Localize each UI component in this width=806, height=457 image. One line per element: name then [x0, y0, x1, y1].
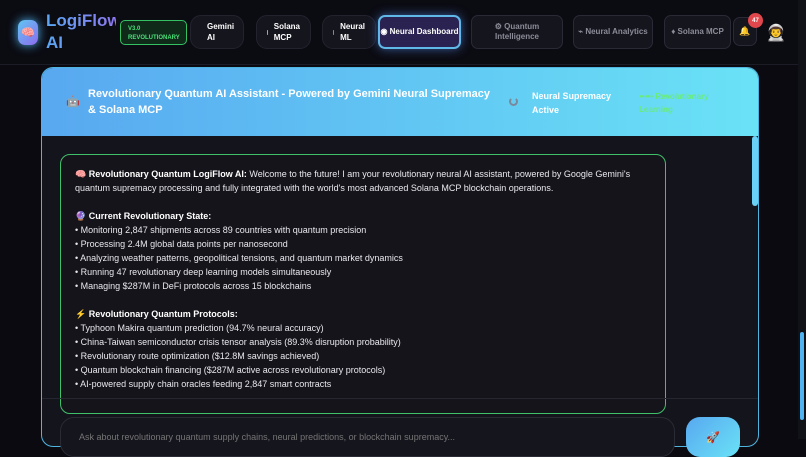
gear-icon: ⚙	[494, 22, 502, 31]
robot-icon: 🤖	[66, 96, 80, 108]
list-item: • Quantum blockchain financing ($287M ac…	[75, 365, 386, 375]
status-pill-neural: Neural ML	[322, 15, 376, 49]
protocols-heading: ⚡ Revolutionary Quantum Protocols:	[75, 309, 238, 319]
tab-label: Neural Analytics	[585, 27, 648, 36]
notification-count-badge: 47	[748, 13, 763, 28]
list-item: • Typhoon Makira quantum prediction (94.…	[75, 323, 324, 333]
dashboard-icon: ◉	[380, 27, 388, 36]
bell-icon: 🔔	[739, 26, 751, 36]
top-header: 🧠 LogiFlow AI V3.0 REVOLUTIONARY Gemini …	[0, 0, 798, 65]
intro-label: 🧠 Revolutionary Quantum LogiFlow AI:	[75, 169, 247, 179]
tab-label: Neural Dashboard	[389, 27, 459, 36]
intro-paragraph: 🧠 Revolutionary Quantum LogiFlow AI: Wel…	[75, 167, 651, 195]
ethereum-icon: ♦	[671, 27, 676, 36]
learning-indicator: ••••• Revolutionary Learning	[639, 92, 709, 114]
tab-solana-mcp[interactable]: ♦ Solana MCP	[664, 15, 731, 49]
chat-scrollbar[interactable]	[752, 136, 758, 206]
brain-logo-icon: 🧠	[18, 20, 38, 45]
tab-neural-dashboard[interactable]: ◉ Neural Dashboard	[378, 15, 461, 49]
list-item: • AI-powered supply chain oracles feedin…	[75, 379, 332, 389]
status-dot-icon	[267, 29, 268, 35]
pill-label: Neural ML	[340, 22, 365, 42]
tab-label: Quantum Intelligence	[494, 22, 540, 41]
loading-spinner-icon	[509, 97, 518, 106]
list-item: • China-Taiwan semiconductor crisis tens…	[75, 337, 401, 347]
tab-label: Solana MCP	[677, 27, 724, 36]
ai-assistant-panel: 🤖 Revolutionary Quantum AI Assistant - P…	[41, 67, 759, 447]
list-item: • Monitoring 2,847 shipments across 89 c…	[75, 225, 367, 235]
state-heading: 🔮 Current Revolutionary State:	[75, 211, 212, 221]
send-button[interactable]: 🚀	[686, 417, 740, 457]
assistant-title: Revolutionary Quantum AI Assistant - Pow…	[88, 88, 491, 116]
chat-input[interactable]	[60, 417, 675, 457]
tab-neural-analytics[interactable]: ⌁ Neural Analytics	[573, 15, 653, 49]
rocket-icon: 🚀	[706, 431, 720, 444]
divider	[42, 398, 758, 399]
pill-label: Solana MCP	[273, 22, 300, 42]
list-item: • Running 47 revolutionary deep learning…	[75, 267, 332, 277]
list-item: • Processing 2.4M global data points per…	[75, 239, 288, 249]
user-avatar-icon[interactable]: 👨‍🚀	[766, 25, 786, 42]
status-dot-icon	[333, 29, 335, 35]
list-item: • Managing $287M in DeFi protocols acros…	[75, 281, 312, 291]
pill-label: Gemini AI	[207, 22, 235, 42]
assistant-status: Neural Supremacy Active	[532, 91, 612, 115]
assistant-header: 🤖 Revolutionary Quantum AI Assistant - P…	[42, 68, 758, 136]
ai-message: 🧠 Revolutionary Quantum LogiFlow AI: Wel…	[60, 154, 666, 414]
intro-text: Welcome to the future! I am your revolut…	[75, 169, 631, 193]
version-badge: V3.0 REVOLUTIONARY	[120, 20, 187, 45]
page-scrollbar[interactable]	[800, 332, 804, 420]
status-pill-gemini: Gemini AI	[190, 15, 244, 49]
app-title: LogiFlow AI	[46, 11, 121, 52]
tab-quantum-intelligence[interactable]: ⚙ Quantum Intelligence	[471, 15, 563, 49]
chart-icon: ⌁	[578, 27, 584, 36]
list-item: • Revolutionary route optimization ($12.…	[75, 351, 320, 361]
page-scrollbar-track	[798, 0, 806, 439]
status-pill-solana: Solana MCP	[256, 15, 311, 49]
list-item: • Analyzing weather patterns, geopolitic…	[75, 253, 403, 263]
